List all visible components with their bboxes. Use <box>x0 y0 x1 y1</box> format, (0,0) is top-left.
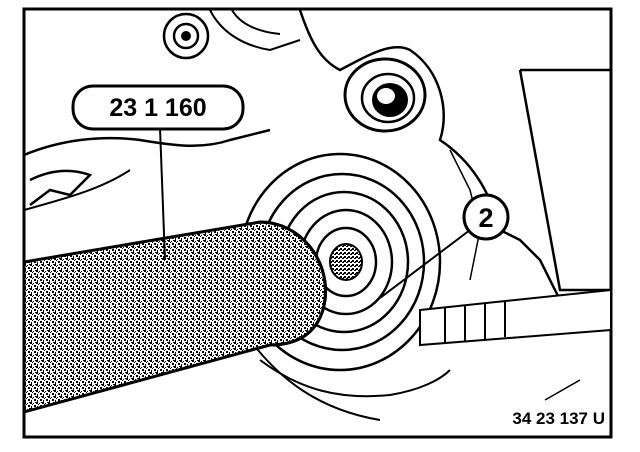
figure-code: 34 23 137 U <box>512 409 605 428</box>
bracket-plate <box>518 68 611 292</box>
callout-number: 2 <box>478 203 493 233</box>
part-number-label-box <box>71 84 245 131</box>
part-number-label: 23 1 160 <box>109 94 206 122</box>
bushing <box>343 57 427 133</box>
callout-circle <box>462 193 510 241</box>
code-tick <box>544 379 581 401</box>
hub-assembly <box>238 152 442 372</box>
housing-outline <box>298 9 611 302</box>
drawing <box>24 9 611 421</box>
arm-contour <box>24 128 271 157</box>
top-bolt <box>162 12 210 60</box>
callout-leader <box>379 229 471 299</box>
scale-strip <box>419 288 611 347</box>
tool-tube <box>24 220 328 414</box>
label-leader <box>159 127 166 261</box>
